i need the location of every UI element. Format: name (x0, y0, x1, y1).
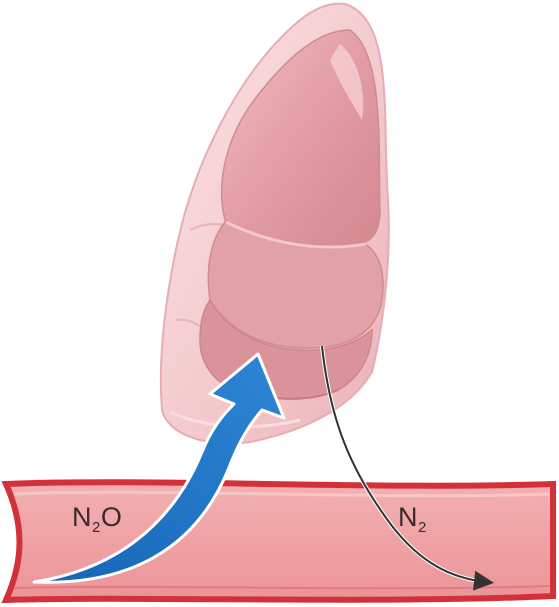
n2o-main: N (72, 502, 92, 532)
upper-lobe (222, 30, 380, 246)
n2-main: N (398, 502, 418, 532)
n2-label: N2 (398, 502, 427, 536)
lung (161, 4, 389, 444)
vessel-body (6, 482, 553, 600)
n2o-tail: O (101, 502, 123, 532)
n2o-subscript: 2 (92, 519, 101, 536)
n2-subscript: 2 (418, 519, 427, 536)
blood-vessel (6, 482, 553, 600)
n2o-label: N2O (72, 502, 122, 536)
